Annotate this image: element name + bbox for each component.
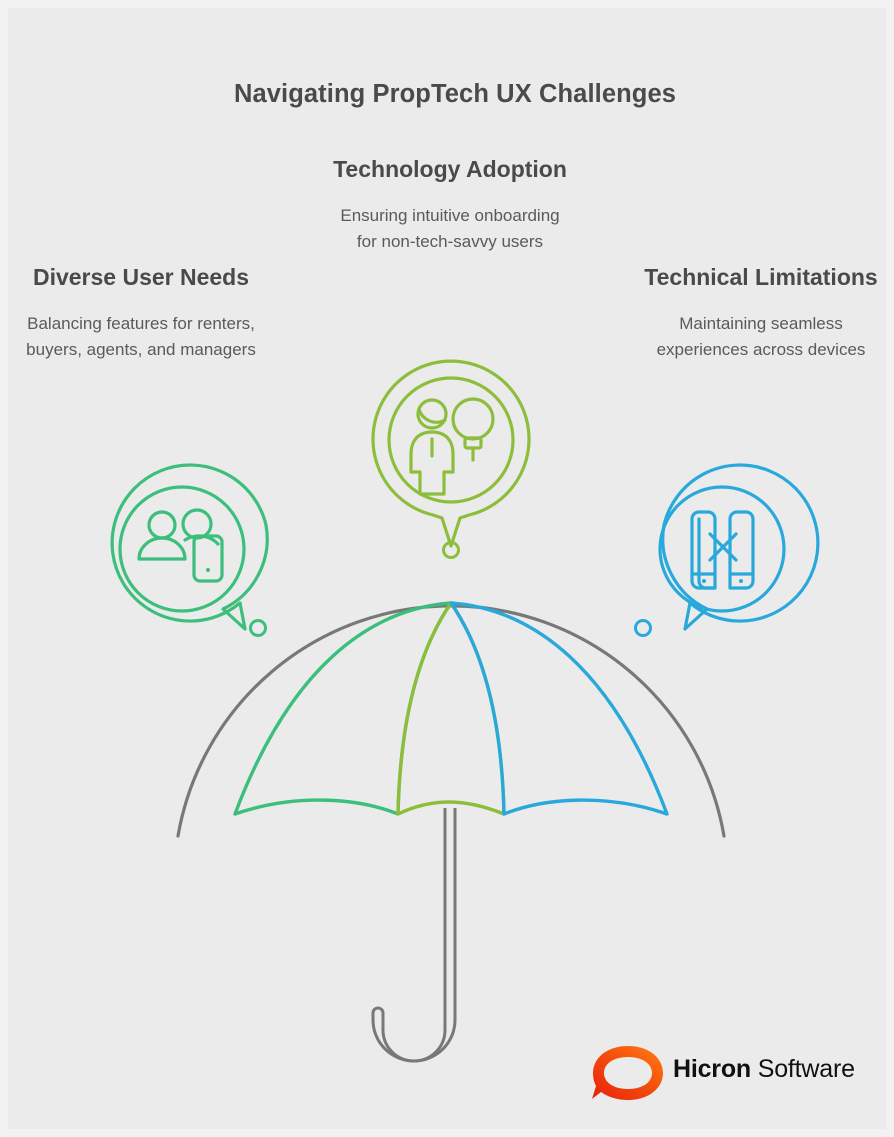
column-heading-diverse-user-needs: Diverse User Needs — [32, 264, 250, 290]
column-diverse-user-needs: Diverse User Needs Balancing features fo… — [20, 260, 262, 364]
speech-bubble-badge-right[interactable] — [658, 463, 820, 631]
column-body-diverse-user-needs: Balancing features for renters, buyers, … — [26, 313, 256, 360]
connector-dot-left — [249, 619, 267, 637]
logo-wordmark: Hicron Software — [673, 1055, 855, 1084]
two-phones-with-x-icon — [690, 510, 755, 590]
speech-bubble-badge-left[interactable] — [110, 463, 269, 631]
hicron-software-logo[interactable]: Hicron Software — [583, 1038, 883, 1108]
speech-bubble-ring-logo-icon — [592, 1046, 663, 1100]
logo-brand-bold: Hicron — [673, 1055, 751, 1083]
umbrella-left-panel — [233, 601, 453, 816]
umbrella-illustration — [110, 359, 820, 1063]
column-body-technical-limitations: Maintaining seamless experiences across … — [656, 313, 866, 360]
column-body-technology-adoption: Ensuring intuitive onboarding for non-te… — [340, 205, 560, 252]
column-technical-limitations: Technical Limitations Maintaining seamle… — [640, 260, 882, 364]
column-heading-technical-limitations: Technical Limitations — [644, 264, 878, 290]
column-heading-technology-adoption: Technology Adoption — [333, 156, 567, 182]
person-with-lightbulb-icon — [409, 397, 495, 496]
column-technology-adoption: Technology Adoption Ensuring intuitive o… — [330, 152, 570, 256]
umbrella-handle — [371, 1006, 457, 1063]
umbrella-shaft — [443, 808, 457, 1030]
connector-dot-right — [634, 619, 652, 637]
page-title: Navigating PropTech UX Challenges — [233, 80, 677, 108]
speech-bubble-badge-center[interactable] — [371, 359, 531, 548]
logo-brand-light: Software — [750, 1055, 855, 1083]
umbrella-center-panel — [396, 601, 506, 816]
umbrella-right-panel — [449, 601, 669, 816]
two-people-with-phone-icon — [137, 508, 224, 583]
